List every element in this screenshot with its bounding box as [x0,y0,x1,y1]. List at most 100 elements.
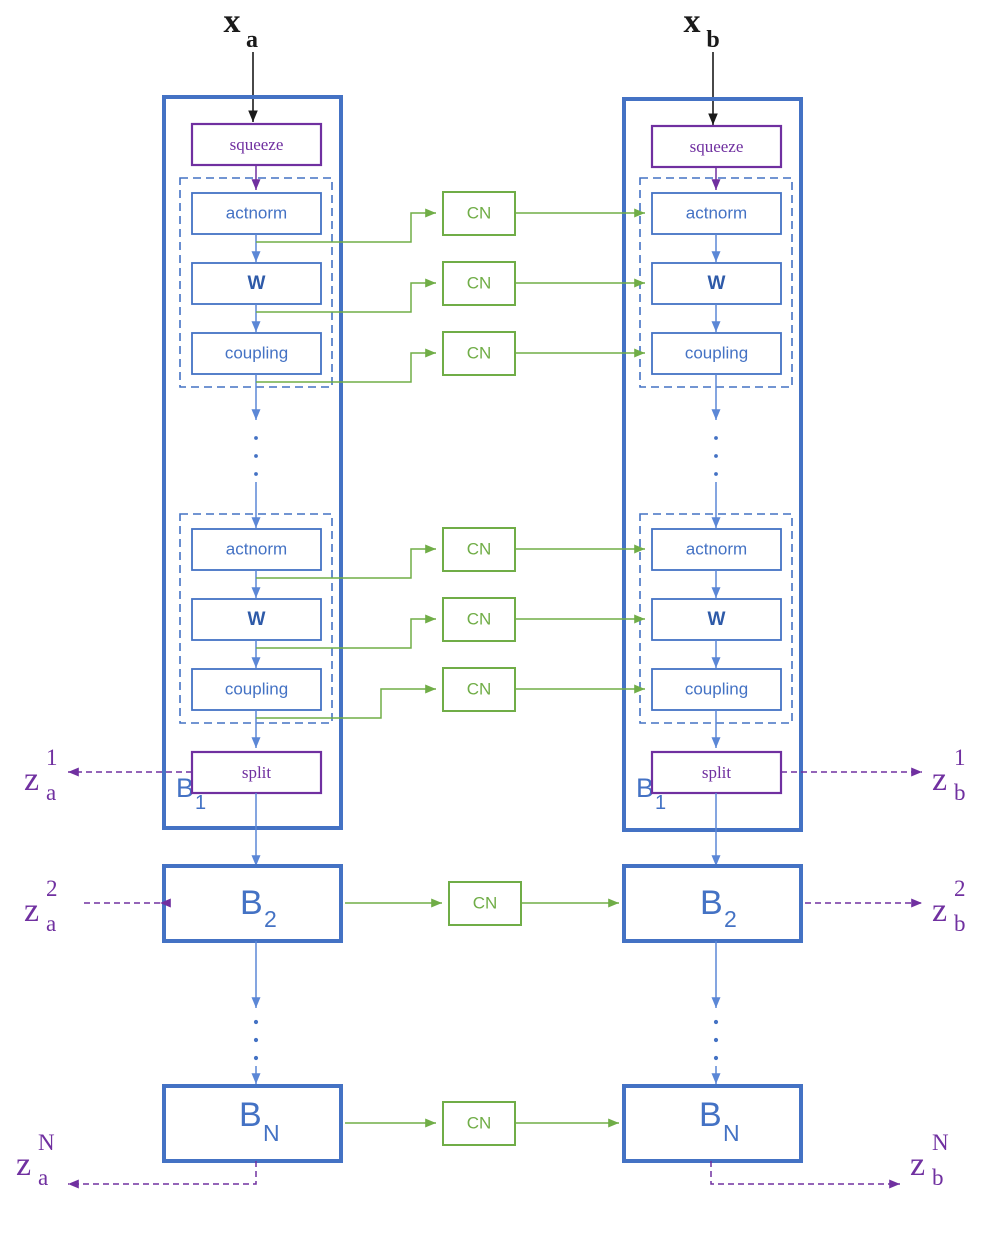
cn-label-k-coupling: CN [467,679,492,698]
block-2-sub-right: 2 [724,906,737,932]
cn-box-blockN[interactable] [442,1101,516,1146]
wire-actnorm-left-2-to-cn [256,544,437,579]
wire-coupling-left-2-to-cn [256,684,437,719]
vertical-ellipsis-right-1 [714,436,718,476]
block-2-left[interactable] [162,864,343,943]
coupling-box-right-1[interactable] [651,332,782,375]
latent-label-z-a-N: z N a [16,1130,55,1190]
latent-label-z-b-N: z N b [910,1130,949,1190]
split-box-left[interactable] [190,750,323,795]
block-n-right[interactable] [622,1084,803,1163]
coupling-box-right-2[interactable] [651,668,782,711]
block-n-left[interactable] [162,1084,343,1163]
z-b-2-sup: 2 [954,876,966,901]
block-n-sub-left: N [263,1120,280,1146]
z-a-1-sup: 1 [46,745,58,770]
cn-box-1-coupling[interactable] [442,331,516,376]
block-2-label-right: B 2 [700,884,737,932]
coupling-label-left-1: coupling [225,343,288,362]
invconv-label-left-2: W [248,609,266,630]
split-box-right[interactable] [650,750,783,795]
squeeze-label-left: squeeze [230,135,284,154]
latent-label-z-b-2: z 2 b [932,876,966,936]
block-1-sub-right: 1 [655,792,666,814]
block-n-base-left: B [239,1096,262,1134]
block-2-label-left: B 2 [240,884,277,932]
z-a-1-sub: a [46,780,56,805]
coupling-label-right-2: coupling [685,679,748,698]
input-x-a-sub: a [246,27,258,53]
invconv-box-left-1[interactable] [191,262,322,305]
z-a-2-sub: a [46,911,56,936]
z-a-N-sub: a [38,1165,48,1190]
z-b-N-sup: N [932,1130,949,1155]
block-1-base-right: B [636,773,654,803]
block-2-base-right: B [700,884,723,922]
cn-box-k-coupling[interactable] [442,667,516,712]
latent-label-z-b-1: z 1 b [932,745,966,805]
cn-box-1-actnorm[interactable] [442,191,516,236]
z-b-N-sub: b [932,1165,944,1190]
actnorm-label-right-2: actnorm [686,539,747,558]
block-1-label-left: B 1 [176,773,206,814]
actnorm-label-right-1: actnorm [686,203,747,222]
arrow-blockN-to-z-a-N [67,1161,257,1189]
squeeze-label-right: squeeze [690,137,744,156]
block-1-sub-left: 1 [195,792,206,814]
actnorm-box-left-1[interactable] [191,192,322,235]
cn-label-blockN: CN [467,1113,492,1132]
input-x-b-base: x [684,3,701,40]
block-n-base-right: B [699,1096,722,1134]
input-label-x-b: x b [684,3,720,53]
invconv-label-right-2: W [708,609,726,630]
input-x-b-sub: b [706,27,719,53]
cn-label-k-actnorm: CN [467,539,492,558]
block-1-base-left: B [176,773,194,803]
squeeze-box-left[interactable] [190,122,323,167]
actnorm-box-left-2[interactable] [191,528,322,571]
wire-actnorm-left-1-to-cn [256,208,437,243]
latent-label-z-a-2: z 2 a [24,876,58,936]
z-a-2-sup: 2 [46,876,58,901]
cn-label-1-coupling: CN [467,343,492,362]
cn-label-1-w: CN [467,273,492,292]
block-1-container-left[interactable] [162,95,343,830]
z-b-1-sup: 1 [954,745,966,770]
coupling-box-left-2[interactable] [191,668,322,711]
z-a-1-base: z [24,761,39,798]
block-2-base-left: B [240,884,263,922]
block-n-label-left: B N [239,1096,280,1146]
wire-coupling-left-1-to-cn [256,348,437,383]
actnorm-label-left-2: actnorm [226,539,287,558]
input-x-a-base: x [224,3,241,40]
cn-box-1-w[interactable] [442,261,516,306]
z-b-1-base: z [932,761,947,798]
actnorm-box-right-2[interactable] [651,528,782,571]
split-label-left: split [242,763,272,782]
invconv-box-left-2[interactable] [191,598,322,641]
invconv-box-right-2[interactable] [651,598,782,641]
block-1-container-right[interactable] [622,97,803,832]
z-a-N-sup: N [38,1130,55,1155]
squeeze-box-right[interactable] [650,124,783,169]
coupling-label-left-2: coupling [225,679,288,698]
block-1-label-right: B 1 [636,773,666,814]
arrow-blockN-to-z-b-N [710,1161,901,1189]
block-2-right[interactable] [622,864,803,943]
latent-label-z-a-1: z 1 a [24,745,58,805]
vertical-ellipsis-left-1 [254,436,258,476]
wire-w-left-2-to-cn [256,614,437,649]
z-b-1-sub: b [954,780,966,805]
vertical-ellipsis-left-blocks [253,1019,259,1061]
z-b-N-base: z [910,1146,925,1183]
block-n-label-right: B N [699,1096,740,1146]
invconv-label-right-1: W [708,273,726,294]
cn-label-1-actnorm: CN [467,203,492,222]
vertical-ellipsis-right-blocks [713,1019,719,1061]
input-label-x-a: x a [224,3,259,53]
cn-box-k-actnorm[interactable] [442,527,516,572]
invconv-label-left-1: W [248,273,266,294]
block-2-sub-left: 2 [264,906,277,932]
split-label-right: split [702,763,732,782]
